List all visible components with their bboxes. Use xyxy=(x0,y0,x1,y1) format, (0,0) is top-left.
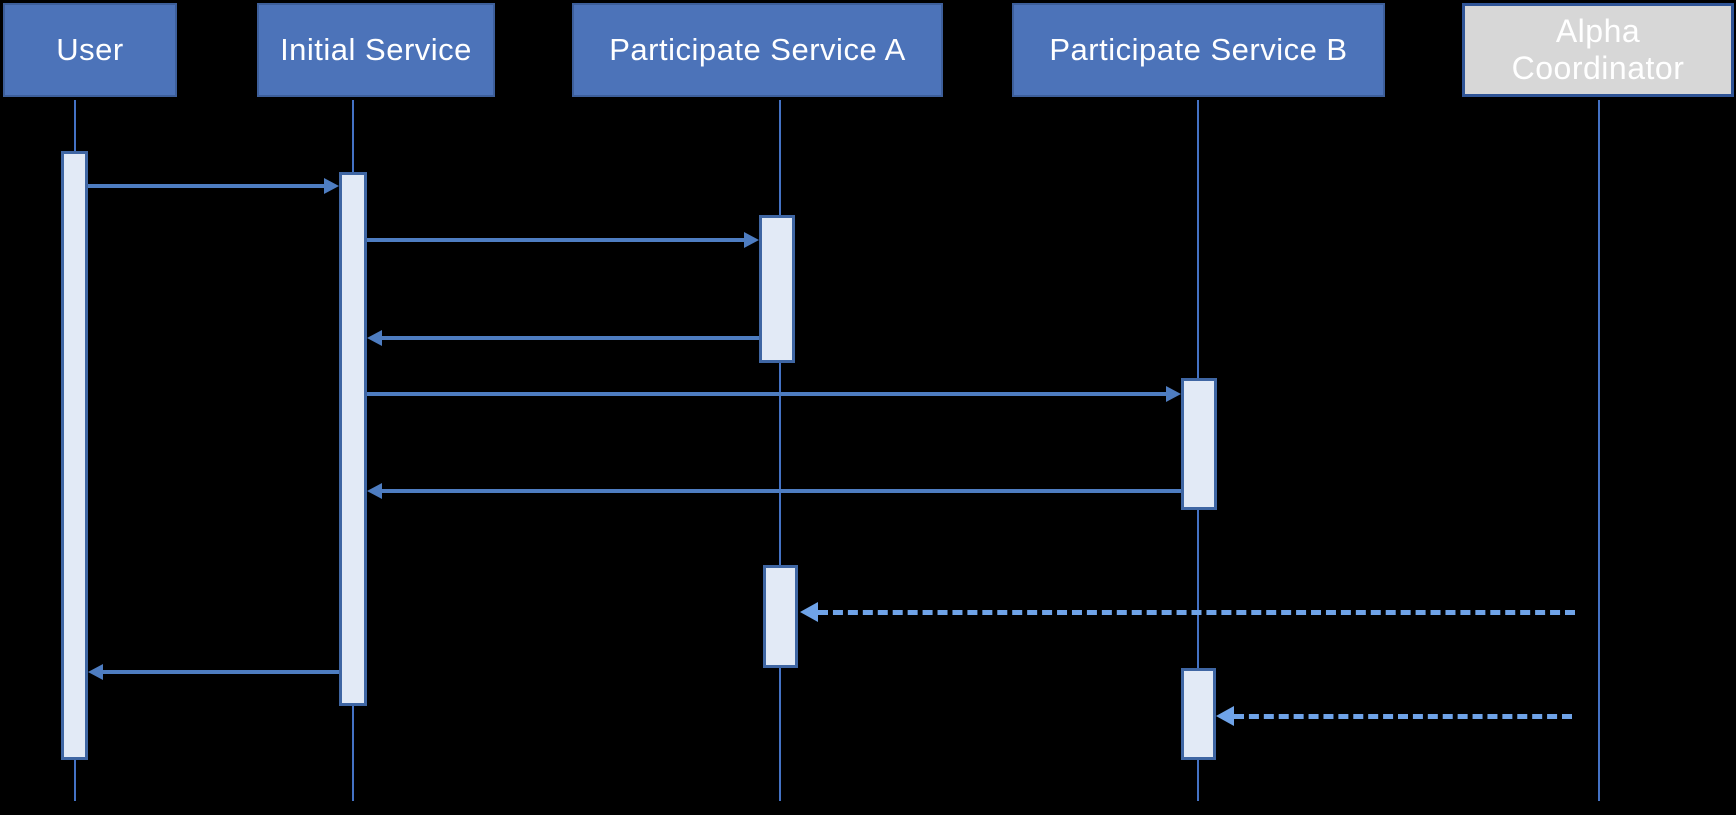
message-2-arrowhead-icon xyxy=(744,232,759,248)
participant-label-user: User xyxy=(56,32,124,68)
participant-box-user: User xyxy=(3,3,177,97)
participant-label-participate-service-b: Participate Service B xyxy=(1049,32,1348,68)
message-5-line xyxy=(381,489,1181,493)
message-3-arrowhead-icon xyxy=(367,330,382,346)
lifeline-participate-service-a xyxy=(779,100,781,801)
message-4-line xyxy=(367,392,1167,396)
message-7-arrowhead-icon xyxy=(88,664,103,680)
message-5-arrowhead-icon xyxy=(367,483,382,499)
message-4-arrowhead-icon xyxy=(1166,386,1181,402)
message-3-line xyxy=(381,336,759,340)
participant-box-initial-service: Initial Service xyxy=(257,3,495,97)
activation-bar-service-a-2 xyxy=(763,565,798,668)
participant-box-participate-service-a: Participate Service A xyxy=(572,3,943,97)
message-1-arrowhead-icon xyxy=(324,178,339,194)
activation-bar-initial-service xyxy=(339,172,367,706)
message-6-line xyxy=(818,610,1575,615)
activation-bar-service-b-2 xyxy=(1181,668,1216,760)
message-7-line xyxy=(102,670,339,674)
message-1-line xyxy=(88,184,325,188)
participant-label-initial-service: Initial Service xyxy=(280,32,472,68)
activation-bar-service-a-1 xyxy=(759,215,795,363)
activation-bar-service-b-1 xyxy=(1181,378,1217,510)
message-8-line xyxy=(1234,714,1572,719)
participant-box-alpha-coordinator: Alpha Coordinator xyxy=(1462,3,1734,97)
message-6-arrowhead-icon xyxy=(800,602,818,622)
participant-box-participate-service-b: Participate Service B xyxy=(1012,3,1385,97)
participant-label-alpha-coordinator: Alpha Coordinator xyxy=(1511,13,1685,86)
message-8-arrowhead-icon xyxy=(1216,706,1234,726)
activation-bar-user xyxy=(61,151,88,760)
lifeline-alpha-coordinator xyxy=(1598,100,1600,801)
message-2-line xyxy=(367,238,745,242)
participant-label-participate-service-a: Participate Service A xyxy=(609,32,906,68)
